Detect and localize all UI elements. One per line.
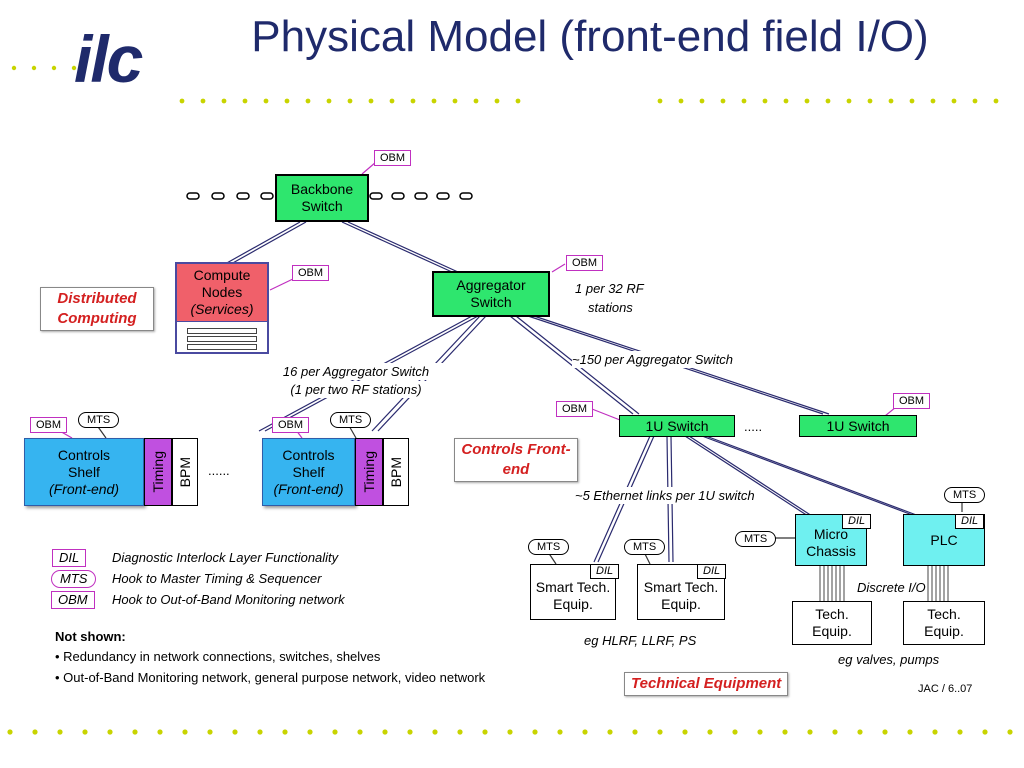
- obm-tag-compute: OBM: [292, 265, 330, 281]
- dil-tag-micro: DIL: [842, 514, 872, 529]
- shelf2-label-2: Shelf: [292, 463, 325, 480]
- micro-chassis: Micro Chassis: [795, 514, 867, 566]
- legend-mts-text: Hook to Master Timing & Sequencer: [112, 571, 322, 586]
- legend-dil-text: Diagnostic Interlock Layer Functionality: [112, 550, 339, 565]
- controls-shelf-2: Controls Shelf (Front-end): [262, 438, 355, 506]
- mts-tag-shelf-2: MTS: [330, 412, 372, 428]
- timing-module-2: Timing: [355, 438, 383, 506]
- shelf2-label-1: Controls: [282, 446, 335, 463]
- aggregator-switch-label: Aggregator Switch: [456, 277, 526, 310]
- eg-valves-note: eg valves, pumps: [838, 652, 940, 667]
- compute-nodes: Compute Nodes (Services): [175, 262, 269, 354]
- micro-label-2: Chassis: [806, 543, 856, 559]
- not-shown-item-1-text: Redundancy in network connections, switc…: [63, 649, 381, 664]
- timing-label-1: Timing: [149, 451, 166, 493]
- obm-tag-shelf-2: OBM: [272, 417, 310, 433]
- obm-tag-aggregator: OBM: [566, 255, 604, 271]
- shelf1-label-1: Controls: [57, 446, 111, 463]
- obm-tag-shelf-1: OBM: [30, 417, 68, 433]
- mts-tag-micro: MTS: [735, 531, 777, 547]
- ilc-logo: ilc: [74, 22, 143, 96]
- bpm-label-1: BPM: [176, 456, 193, 488]
- controls-frontend-label: Controls Front-end: [454, 438, 578, 482]
- legend-dil-tag: DIL: [52, 549, 87, 567]
- mts-tag-smart-1: MTS: [528, 539, 570, 555]
- obm-tag-1u-b: OBM: [893, 393, 931, 409]
- eg-hlrf-note: eg HLRF, LLRF, PS: [584, 633, 697, 648]
- compute-slot-3: [187, 344, 257, 350]
- shelf1-label-2: Shelf: [68, 463, 100, 480]
- legend-mts-tag: MTS: [51, 570, 97, 588]
- per-agg-150-note: ~150 per Aggregator Switch: [572, 351, 734, 368]
- dil-tag-smart-2: DIL: [697, 564, 727, 579]
- not-shown-item-1: • Redundancy in network connections, swi…: [55, 649, 381, 664]
- switch-1u-b-label: 1U Switch: [826, 417, 890, 434]
- tech2-label-1: Tech.: [927, 606, 961, 622]
- rf-note-2: stations: [588, 300, 633, 315]
- timing-module-1: Timing: [144, 438, 172, 506]
- shelf2-label-3: (Front-end): [273, 480, 344, 497]
- obm-tag-backbone: OBM: [374, 150, 412, 166]
- rf-note-1: 1 per 32 RF: [575, 281, 644, 296]
- plc-label: PLC: [930, 531, 958, 548]
- compute-label-2: Nodes: [201, 284, 243, 300]
- tech2-label-2: Equip.: [924, 623, 964, 639]
- smart1-label-1: Smart Tech.: [535, 579, 611, 595]
- mts-tag-plc: MTS: [944, 487, 986, 503]
- switch-1u-a-label: 1U Switch: [645, 417, 709, 434]
- micro-label-1: Micro: [813, 526, 849, 542]
- not-shown-item-2: • Out-of-Band Monitoring network, genera…: [55, 670, 486, 685]
- ellipsis-switches: .....: [744, 419, 763, 434]
- compute-label-3: (Services): [190, 301, 254, 317]
- aggregator-switch: Aggregator Switch: [432, 271, 550, 317]
- bpm-module-1: BPM: [172, 438, 198, 506]
- tech-equip-1: Tech. Equip.: [792, 601, 872, 645]
- distributed-computing-label: Distributed Computing: [40, 287, 154, 331]
- legend-obm-tag: OBM: [51, 591, 95, 609]
- switch-1u-a: 1U Switch: [619, 415, 735, 437]
- obm-tag-1u-a: OBM: [556, 401, 594, 417]
- per-agg-16-note-2: (1 per two RF stations): [256, 381, 456, 398]
- ellipsis-shelves: ......: [208, 463, 230, 478]
- smart2-label-1: Smart Tech.: [643, 579, 719, 595]
- smart1-label-2: Equip.: [553, 596, 593, 612]
- discrete-io-label: Discrete I/O: [857, 579, 926, 596]
- compute-slot-1: [187, 328, 257, 334]
- tech-equip-2: Tech. Equip.: [903, 601, 985, 645]
- legend-obm-text: Hook to Out-of-Band Monitoring network: [112, 592, 345, 607]
- tech1-label-1: Tech.: [815, 606, 849, 622]
- bpm-module-2: BPM: [383, 438, 409, 506]
- backbone-switch-label: Backbone Switch: [290, 181, 354, 214]
- decor-dots: [11, 65, 999, 104]
- not-shown-heading: Not shown:: [55, 629, 126, 644]
- technical-equipment-label: Technical Equipment: [624, 672, 789, 696]
- per-agg-16-note-1: 16 per Aggregator Switch: [256, 363, 456, 380]
- page-title: Physical Model (front-end field I/O): [251, 12, 929, 61]
- discrete-io-lines: [819, 566, 949, 601]
- switch-1u-b: 1U Switch: [799, 415, 917, 437]
- footer-dots: [7, 729, 1013, 735]
- backbone-switch: Backbone Switch: [275, 174, 369, 222]
- plc: PLC: [903, 514, 985, 566]
- controls-shelf-1: Controls Shelf (Front-end): [24, 438, 144, 506]
- mts-tag-smart-2: MTS: [624, 539, 666, 555]
- timing-label-2: Timing: [360, 451, 377, 493]
- bpm-label-2: BPM: [387, 456, 404, 488]
- eth-links-note: ~5 Ethernet links per 1U switch: [575, 487, 755, 504]
- backbone-ring: [186, 192, 473, 200]
- footer-credit: JAC / 6..07: [918, 683, 973, 695]
- dil-tag-smart-1: DIL: [590, 564, 620, 579]
- dil-tag-plc: DIL: [955, 514, 985, 529]
- compute-slot-2: [187, 336, 257, 342]
- shelf1-label-3: (Front-end): [48, 480, 120, 497]
- tech1-label-2: Equip.: [812, 623, 852, 639]
- mts-tag-shelf-1: MTS: [78, 412, 120, 428]
- compute-label-1: Compute: [193, 267, 251, 283]
- not-shown-item-2-text: Out-of-Band Monitoring network, general …: [63, 670, 486, 685]
- compute-nodes-header: Compute Nodes (Services): [177, 264, 267, 322]
- smart2-label-2: Equip.: [661, 596, 701, 612]
